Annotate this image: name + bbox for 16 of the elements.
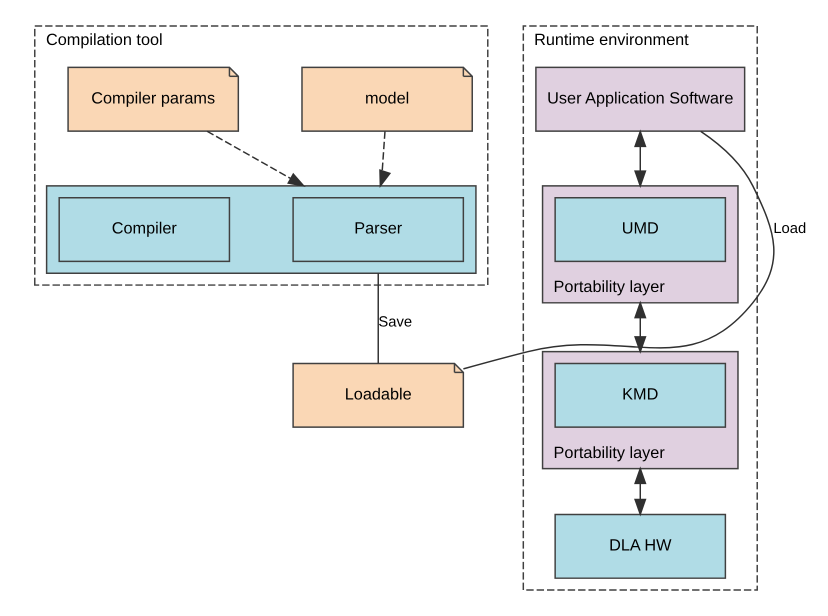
arrow <box>634 466 646 516</box>
node-box: Parser <box>292 196 464 262</box>
node-box: Compiler <box>58 196 230 262</box>
node-box: User Application Software <box>534 66 745 132</box>
arrow <box>378 132 391 188</box>
node-box: DLA HW <box>554 514 726 579</box>
node-box: UMD <box>554 196 726 262</box>
edge-label: Save <box>378 314 412 331</box>
node-box: KMD <box>554 362 726 428</box>
arrow <box>206 130 306 187</box>
connector <box>377 273 378 364</box>
connector <box>462 130 774 370</box>
arrow <box>634 129 646 188</box>
arrow <box>634 300 646 354</box>
edge-label: Load <box>772 221 806 238</box>
cluster <box>45 185 476 274</box>
